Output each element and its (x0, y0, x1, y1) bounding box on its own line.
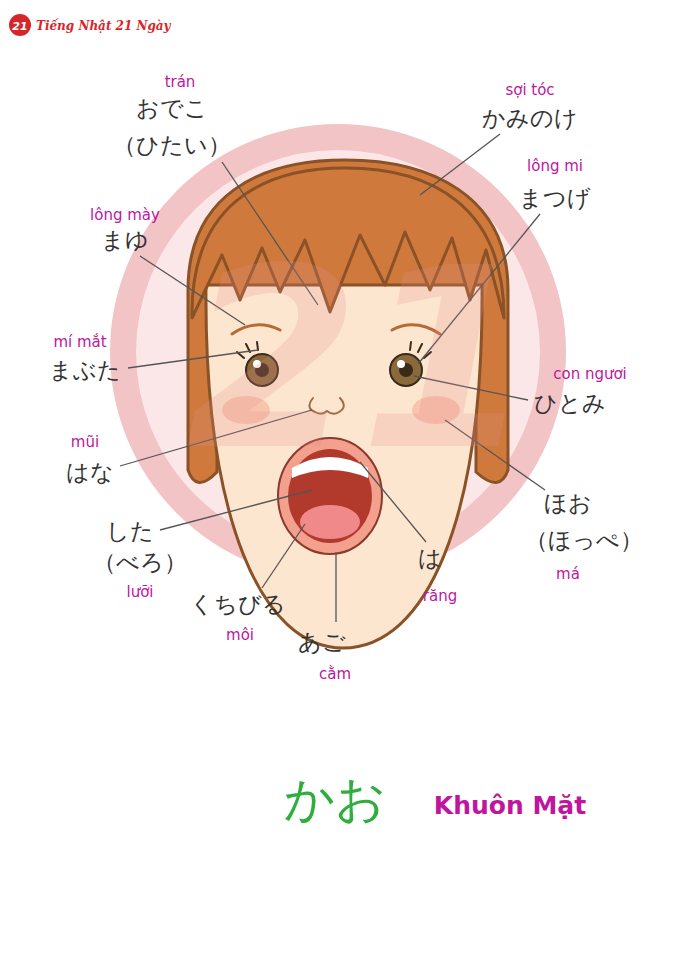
label-anchor: 21 (12, 16, 27, 34)
part-name-vi: lưỡi (126, 584, 153, 601)
part-name-vi: cằm (319, 666, 351, 683)
label-anchor: lông mi (527, 157, 583, 175)
label-anchor: Khuôn Mặt (434, 792, 586, 821)
part-name-ja: まつげ (519, 185, 591, 211)
part-name-vi: răng (423, 588, 457, 605)
part-name-ja: あご (298, 629, 346, 655)
label-anchor: はな (66, 459, 114, 485)
part-name-ja: ひとみ (534, 390, 606, 416)
label-anchor: まぶた (49, 357, 121, 383)
label-anchor: は (418, 545, 442, 571)
label-anchor: Tiếng Nhật 21 Ngày (36, 16, 171, 34)
part-name-vi: sợi tóc (505, 82, 554, 99)
part-name-ja: かみのけ (482, 105, 578, 131)
part-name-ja: まゆ (101, 227, 149, 253)
label-anchor: まゆ (101, 227, 149, 253)
label-anchor: （べろ） (93, 549, 187, 575)
part-name-ja: くちびる (190, 591, 286, 617)
label-anchor: かみのけ (482, 105, 578, 131)
part-name-ja: （ひたい） (113, 132, 231, 158)
label-anchor: ほお (544, 490, 592, 516)
logo-number: 21 (12, 21, 27, 34)
part-name-ja: ほお (544, 490, 592, 516)
part-name-ja: （ほっぺ） (525, 527, 643, 553)
label-anchor: 21 (186, 216, 534, 504)
part-name-ja: した (106, 518, 154, 544)
label-anchor: あご (298, 629, 346, 655)
label-anchor: （ひたい） (113, 132, 231, 158)
watermark: 21 (186, 216, 534, 504)
part-name-vi: lông mi (527, 158, 583, 175)
label-anchor: した (106, 518, 154, 544)
title: かお (284, 771, 386, 829)
part-name-vi: mũi (71, 434, 99, 451)
label-anchor: môi (226, 626, 254, 644)
label-anchor: cằm (319, 665, 351, 683)
label-anchor: （ほっぺ） (525, 527, 643, 553)
label-anchor: ひとみ (534, 390, 606, 416)
label-anchor: くちびる (190, 591, 286, 617)
logo-badge (9, 14, 31, 36)
part-name-vi: trán (165, 74, 196, 91)
label-anchor: かお (284, 771, 386, 829)
label-anchor: lưỡi (126, 583, 153, 601)
label-anchor: răng (423, 587, 457, 605)
label-anchor: lông mày (90, 206, 160, 224)
part-name-ja: はな (66, 459, 114, 485)
logo-text: Tiếng Nhật 21 Ngày (36, 20, 171, 34)
part-name-ja: おでこ (136, 95, 208, 121)
label-anchor: con ngươi (553, 365, 627, 383)
part-name-ja: は (418, 545, 442, 571)
label-anchor: trán (165, 73, 196, 91)
part-name-ja: （べろ） (93, 549, 187, 575)
watermark-ring (123, 137, 553, 567)
part-name-vi: con ngươi (553, 366, 627, 383)
part-name-vi: mí mắt (53, 334, 106, 351)
part-name-ja: まぶた (49, 357, 121, 383)
label-anchor: まつげ (519, 185, 591, 211)
subtitle: Khuôn Mặt (434, 792, 586, 821)
label-anchor: sợi tóc (505, 81, 554, 99)
part-name-vi: lông mày (90, 207, 160, 224)
label-anchor: mí mắt (53, 333, 106, 351)
label-anchor: má (556, 565, 580, 583)
label-anchor: おでこ (136, 95, 208, 121)
part-name-vi: má (556, 566, 580, 583)
part-name-vi: môi (226, 627, 254, 644)
label-anchor: mũi (71, 433, 99, 451)
